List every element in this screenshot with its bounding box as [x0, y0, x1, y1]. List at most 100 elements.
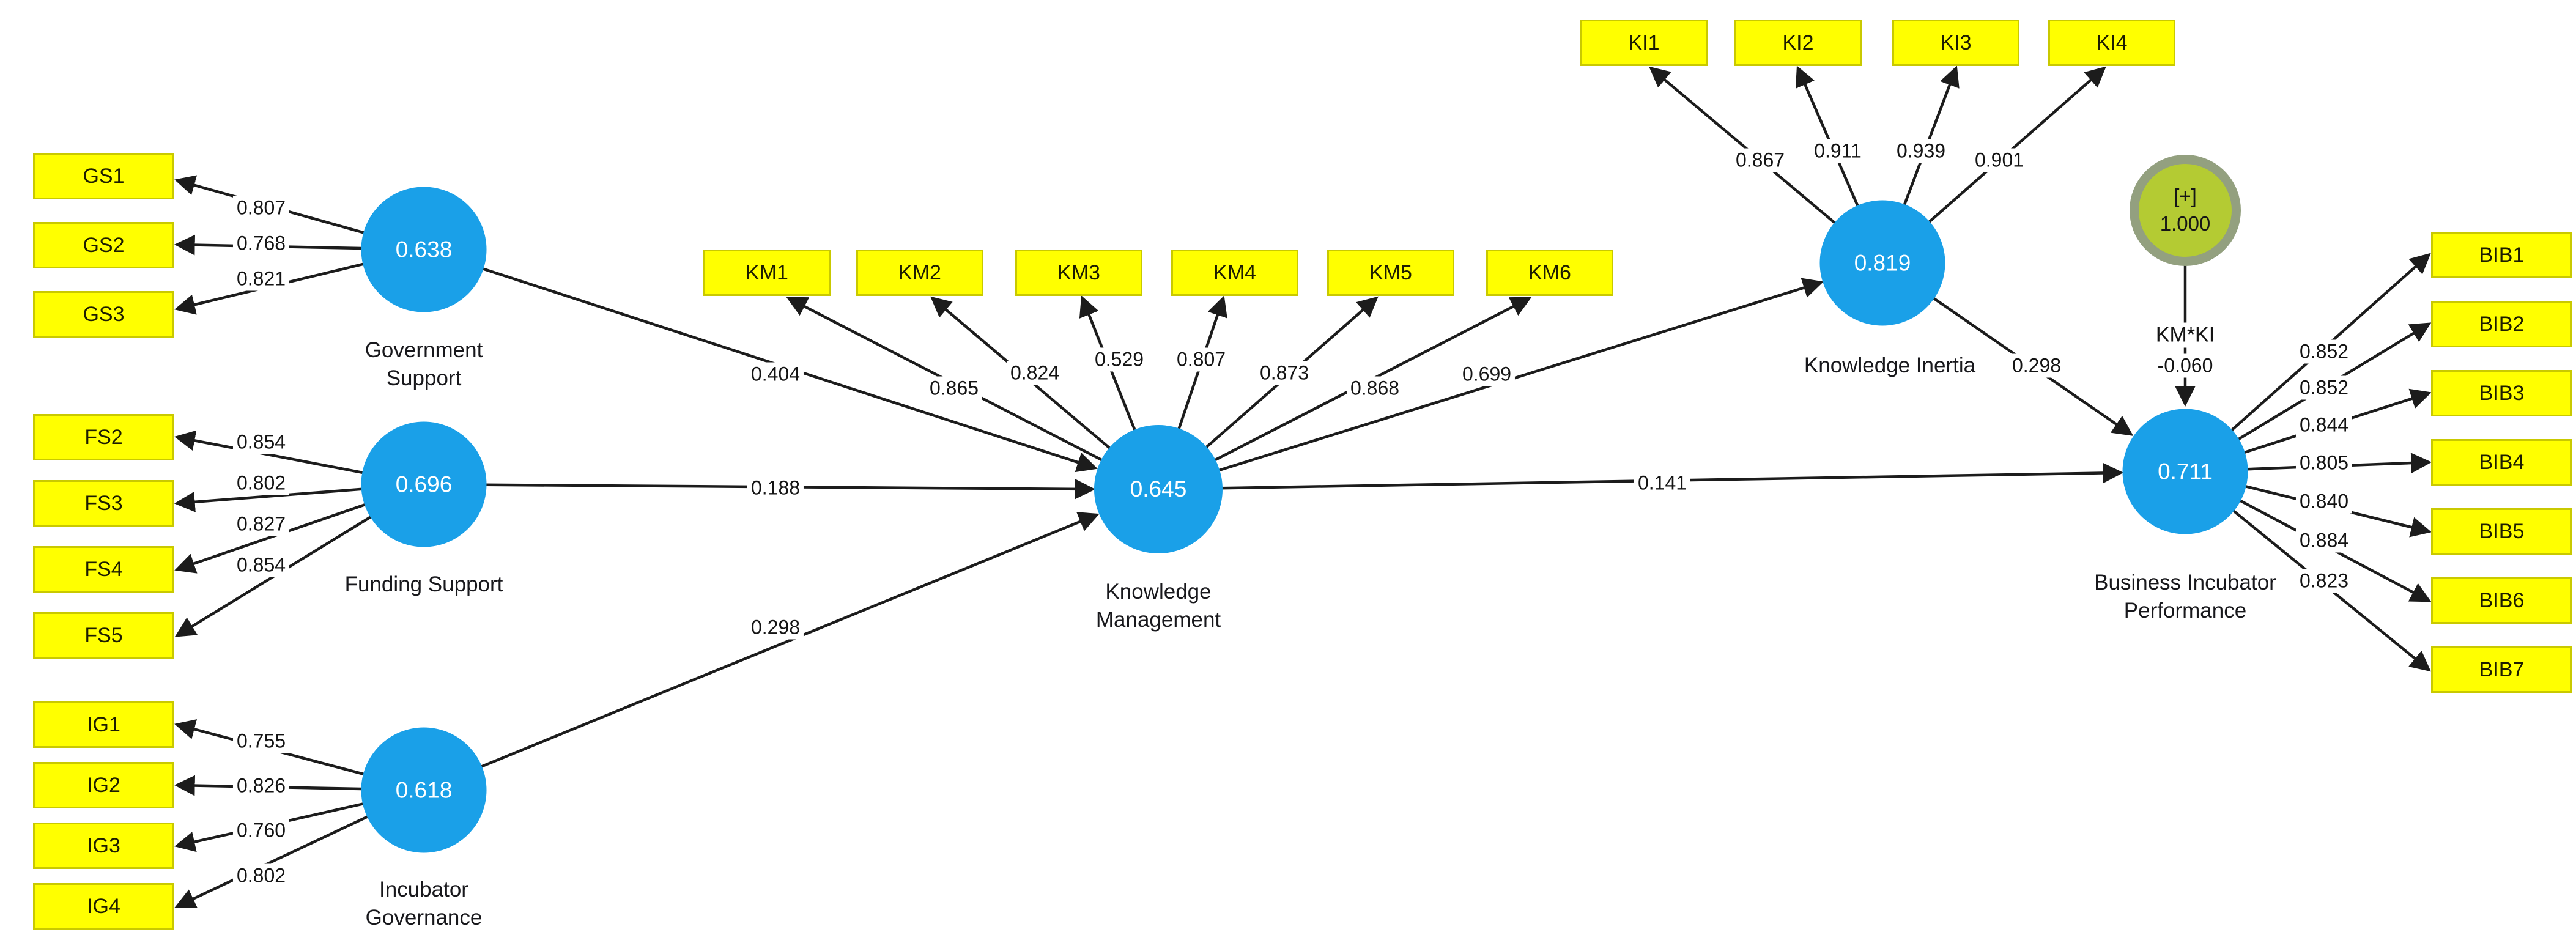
loading-ki3: 0.939 [1892, 139, 1950, 163]
construct-name-line: Knowledge [1105, 580, 1212, 604]
loading-ig3: 0.760 [232, 818, 290, 843]
construct-circle-incubator-governance[interactable]: 0.618 [361, 727, 487, 853]
loading-gs3: 0.821 [232, 267, 290, 291]
loading-km5: 0.873 [1256, 361, 1313, 385]
indicator-label-gs2: GS2 [83, 233, 125, 257]
path-coefficient-km-bip: 0.141 [1634, 471, 1691, 495]
indicator-label-ig1: IG1 [87, 712, 120, 736]
loading-ki1: 0.867 [1731, 148, 1789, 172]
indicator-label-fs5: FS5 [84, 623, 123, 647]
moderation-name-kmki: KM*KI [2152, 322, 2219, 348]
indicator-label-bib2: BIB2 [2479, 312, 2525, 336]
indicator-box-ki3[interactable]: KI3 [1892, 20, 2019, 66]
r2-knowledge-management: 0.645 [1130, 476, 1187, 501]
loading-ki2: 0.911 [1810, 139, 1865, 163]
indicator-box-bib3[interactable]: BIB3 [2431, 370, 2572, 416]
arrow-ig-to-km [423, 512, 1100, 792]
indicator-box-bib6[interactable]: BIB6 [2431, 577, 2572, 624]
loading-fs5: 0.854 [232, 553, 290, 577]
indicator-box-gs3[interactable]: GS3 [33, 291, 174, 338]
moderation-plus-symbol: [+] [2174, 185, 2197, 208]
construct-name-line: Performance [2123, 598, 2247, 623]
path-coefficient-ki-bip: 0.298 [2008, 353, 2065, 378]
construct-name-business-incubator-performance: Business Incubator Performance [2094, 569, 2276, 624]
path-coefficient-km-ki: 0.699 [1458, 362, 1516, 386]
construct-name-line: Incubator [379, 878, 468, 901]
construct-name-line: Governance [365, 905, 483, 930]
indicator-box-ig1[interactable]: IG1 [33, 701, 174, 748]
indicator-box-bib1[interactable]: BIB1 [2431, 232, 2572, 278]
loading-km4: 0.807 [1172, 347, 1230, 372]
construct-name-line: Government [365, 338, 483, 362]
loading-bib1: 0.852 [2295, 339, 2353, 364]
construct-name-line: Knowledge Inertia [1804, 353, 1976, 377]
indicator-label-gs3: GS3 [83, 302, 125, 326]
loading-bib2: 0.852 [2295, 375, 2353, 400]
indicator-box-ki4[interactable]: KI4 [2048, 20, 2175, 66]
indicator-label-bib1: BIB1 [2479, 243, 2525, 267]
indicator-label-fs3: FS3 [84, 491, 123, 515]
construct-name-incubator-governance: Incubator Governance [366, 876, 483, 931]
indicator-box-gs1[interactable]: GS1 [33, 153, 174, 199]
loading-km6: 0.868 [1346, 376, 1404, 401]
construct-name-line: Business Incubator [2094, 571, 2276, 594]
construct-name-knowledge-inertia: Knowledge Inertia [1804, 352, 1975, 380]
path-coefficient-gs-km: 0.404 [747, 362, 804, 386]
construct-circle-knowledge-inertia[interactable]: 0.819 [1819, 200, 1945, 326]
indicator-box-bib5[interactable]: BIB5 [2431, 508, 2572, 555]
indicator-label-bib7: BIB7 [2479, 657, 2525, 681]
indicator-label-ig3: IG3 [87, 834, 120, 857]
construct-name-funding-support: Funding Support [345, 571, 503, 599]
indicator-label-km3: KM3 [1057, 261, 1100, 284]
arrow-km-to-km6 [1157, 297, 1532, 491]
indicator-label-ki2: KI2 [1782, 31, 1814, 54]
loading-gs2: 0.768 [232, 231, 290, 256]
loading-km2: 0.824 [1006, 361, 1064, 385]
indicator-box-km3[interactable]: KM3 [1015, 250, 1142, 296]
construct-name-knowledge-management: Knowledge Management [1096, 578, 1221, 634]
indicator-box-fs2[interactable]: FS2 [33, 414, 174, 460]
loading-km1: 0.865 [925, 376, 983, 401]
indicator-box-ki2[interactable]: KI2 [1734, 20, 1862, 66]
indicator-box-ki1[interactable]: KI1 [1580, 20, 1708, 66]
r2-business-incubator-performance: 0.711 [2158, 459, 2213, 484]
loading-bib5: 0.840 [2295, 489, 2353, 514]
indicator-box-km1[interactable]: KM1 [703, 250, 831, 296]
indicator-box-km2[interactable]: KM2 [856, 250, 983, 296]
loading-fs2: 0.854 [232, 430, 290, 454]
r2-knowledge-inertia: 0.819 [1854, 250, 1911, 275]
indicator-label-km6: KM6 [1528, 261, 1571, 284]
indicator-box-km6[interactable]: KM6 [1486, 250, 1613, 296]
loading-ig4: 0.802 [232, 863, 290, 888]
indicator-box-gs2[interactable]: GS2 [33, 222, 174, 268]
indicator-box-km5[interactable]: KM5 [1327, 250, 1454, 296]
loading-bib7: 0.823 [2295, 569, 2353, 593]
construct-circle-funding-support[interactable]: 0.696 [361, 421, 487, 547]
loading-km3: 0.529 [1090, 347, 1148, 372]
indicator-label-ig4: IG4 [87, 894, 120, 918]
indicator-label-fs4: FS4 [84, 557, 123, 581]
indicator-box-fs4[interactable]: FS4 [33, 546, 174, 593]
indicator-label-ig2: IG2 [87, 773, 120, 797]
moderation-weight: 1.000 [2160, 212, 2211, 235]
indicator-box-ig4[interactable]: IG4 [33, 883, 174, 930]
indicator-label-km1: KM1 [746, 261, 788, 284]
indicator-label-fs2: FS2 [84, 425, 123, 449]
construct-circle-business-incubator-performance[interactable]: 0.711 [2122, 409, 2248, 534]
indicator-box-bib2[interactable]: BIB2 [2431, 301, 2572, 347]
construct-circle-government-support[interactable]: 0.638 [361, 187, 487, 312]
moderation-circle-kmki[interactable]: [+] 1.000 [2130, 155, 2241, 266]
indicator-box-bib7[interactable]: BIB7 [2431, 646, 2572, 693]
indicator-label-km2: KM2 [898, 261, 941, 284]
indicator-box-ig3[interactable]: IG3 [33, 823, 174, 869]
indicator-label-ki4: KI4 [2096, 31, 2128, 54]
construct-circle-knowledge-management[interactable]: 0.645 [1094, 425, 1223, 553]
indicator-box-fs3[interactable]: FS3 [33, 480, 174, 527]
loading-gs1: 0.807 [232, 196, 290, 220]
loading-ig2: 0.826 [232, 774, 290, 798]
indicator-box-km4[interactable]: KM4 [1171, 250, 1298, 296]
loading-ki4: 0.901 [1971, 148, 2028, 172]
indicator-box-bib4[interactable]: BIB4 [2431, 439, 2572, 486]
indicator-box-ig2[interactable]: IG2 [33, 762, 174, 808]
indicator-box-fs5[interactable]: FS5 [33, 612, 174, 659]
